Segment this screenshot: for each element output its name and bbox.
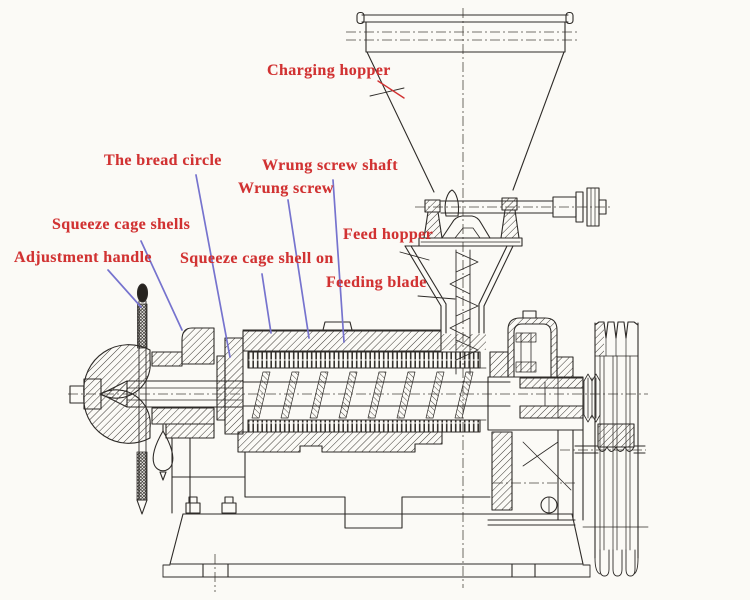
squeeze-cage-barrel	[216, 321, 511, 453]
press-screw-flights	[251, 371, 474, 419]
label-wrung-screw-shaft: Wrung screw shaft	[262, 157, 398, 174]
squeeze-cage-shell-on-leader	[261, 273, 272, 334]
label-squeeze-cage-shells: Squeeze cage shells	[52, 216, 191, 233]
squeeze-cage-shells-leader	[140, 240, 183, 331]
gearbox	[487, 310, 646, 454]
bread-circle-flange	[224, 337, 244, 435]
wrung-screw-leader	[287, 199, 310, 339]
wrung-screw-shaft-leader	[332, 179, 345, 343]
adjustment-handle-leader	[107, 269, 142, 308]
label-wrung-screw: Wrung screw	[238, 180, 334, 197]
feeder-shaft-assembly	[418, 187, 607, 247]
press-head	[69, 327, 246, 514]
label-feed-hopper: Feed hopper	[343, 226, 434, 243]
charging-hopper-red-leader	[377, 80, 405, 99]
feed-hopper-drawing	[399, 245, 514, 334]
charging-hopper-tick	[369, 87, 405, 97]
label-adjustment-handle: Adjustment handle	[14, 249, 152, 266]
label-feeding-blade: Feeding blade	[326, 274, 427, 291]
adjustment-handle-drawing	[136, 283, 174, 515]
label-squeeze-cage-shell-on: Squeeze cage shell on	[180, 250, 334, 267]
feeding-blade-leader	[417, 295, 456, 300]
label-bread-circle: The bread circle	[104, 152, 222, 169]
feed-hopper-leader	[399, 251, 430, 261]
charging-hopper-drawing	[356, 11, 574, 193]
bread-circle-leader	[195, 174, 231, 358]
centerlines	[68, 8, 648, 592]
pulley-hub	[597, 423, 635, 448]
machine-base	[162, 429, 591, 578]
drive-pulley	[582, 321, 649, 577]
label-charging-hopper: Charging hopper	[267, 62, 391, 79]
oil-cup	[152, 424, 174, 481]
splined-coupling	[583, 373, 601, 423]
leader-lines	[107, 80, 405, 358]
feeder-pulley	[575, 187, 607, 227]
